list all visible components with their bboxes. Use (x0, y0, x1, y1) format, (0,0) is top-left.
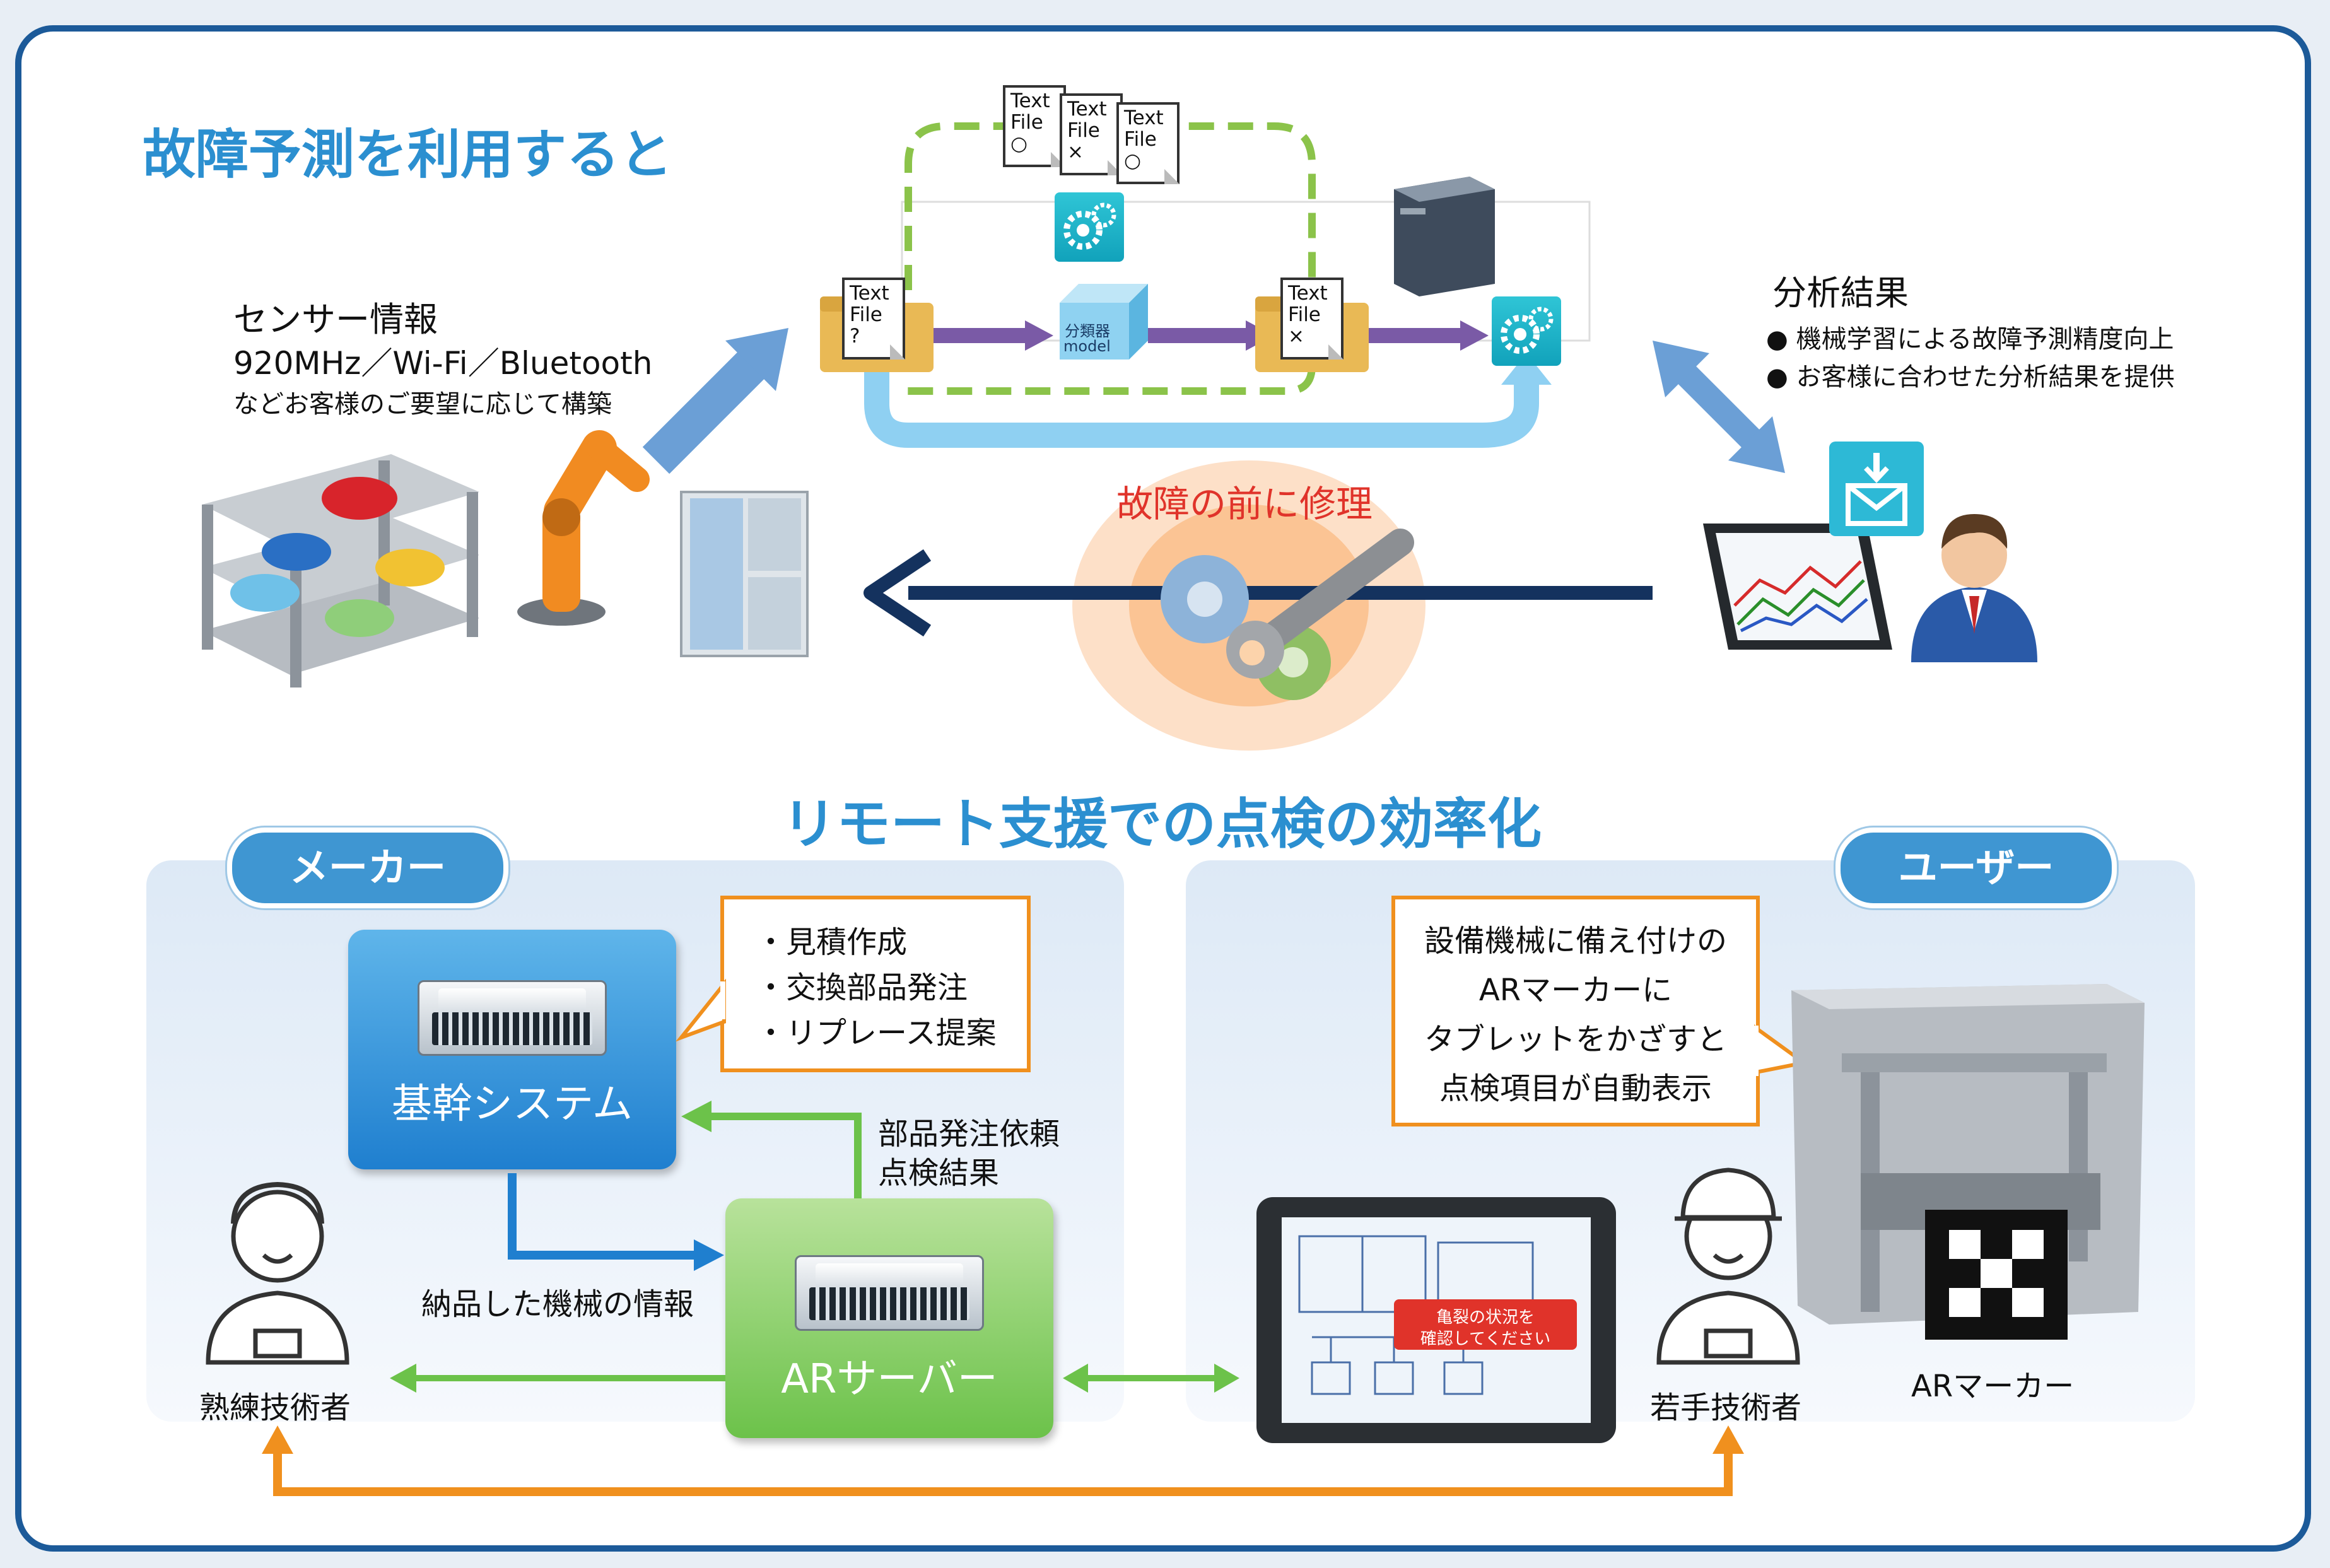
classifier-label-2: model (1063, 337, 1111, 355)
sensor-note: などお客様のご要望に応じて構築 (233, 390, 612, 419)
repair-label: 故障の前に修理 (1116, 483, 1373, 525)
process-gear-icon-top (1055, 192, 1124, 262)
analytics-tablet-icon (1703, 524, 1892, 650)
repair-arrow (864, 549, 1653, 637)
ar-to-skilled-arrow (390, 1364, 725, 1393)
user-info-line-4: 点検項目が自動表示 (1439, 1071, 1712, 1106)
wrench-icon (1226, 529, 1414, 679)
inspection-tablet-icon (1256, 1197, 1616, 1443)
order-line-2: 点検結果 (878, 1156, 1000, 1191)
order-line-1: 部品発注依頼 (878, 1116, 1060, 1152)
tablet-alert-box (1394, 1299, 1577, 1350)
maker-task-3: ・リプレース提案 (756, 1015, 997, 1051)
user-info-line-3: タブレットをかざすと (1424, 1022, 1727, 1057)
bottom-title: リモート支援での点検の効率化 (782, 793, 1542, 856)
sensor-upload-arrow (642, 328, 788, 474)
skilled-technician-icon (206, 1181, 349, 1365)
flow-arrow-3 (1369, 320, 1489, 351)
top-diagram (202, 122, 2037, 751)
ar-server-box: ARサーバー (725, 1198, 1053, 1438)
parking-structure-icon (202, 454, 479, 687)
maker-task-1: ・見積作成 (756, 925, 908, 960)
maker-task-2: ・交換部品発注 (756, 970, 968, 1005)
delivery-info-arrow (508, 1173, 724, 1271)
classifier-cube-icon (1060, 284, 1148, 360)
user-info-line-2: ARマーカーに (1478, 973, 1673, 1008)
user-label: ユーザー (1835, 828, 2117, 908)
server-icon-core (418, 980, 607, 1056)
delivered-info-label: 納品した機械の情報 (421, 1287, 694, 1322)
tablet-alert-line-1: 亀裂の状況を (1436, 1308, 1535, 1327)
flow-arrow-1 (934, 320, 1053, 351)
ar-marker-label: ARマーカー (1911, 1369, 2075, 1404)
mail-download-icon (1829, 442, 1924, 536)
result-return-arrow (864, 353, 1539, 448)
user-info-callout: 設備機械に備え付けの ARマーカーに タブレットをかざすと 点検項目が自動表示 (1391, 896, 1760, 1126)
maker-label: メーカー (227, 828, 508, 908)
analysis-sync-arrow (1653, 341, 1785, 473)
server-icon-ar (795, 1255, 984, 1331)
refrigerator-icon (680, 491, 809, 657)
analysis-title: 分析結果 (1772, 273, 1909, 313)
maker-tasks-callout: ・見積作成 ・交換部品発注 ・リプレース提案 (720, 896, 1031, 1072)
tablet-alert-line-2: 確認してください (1420, 1330, 1551, 1349)
feedback-loop-dashed (902, 122, 1316, 395)
skilled-technician-label: 熟練技術者 (199, 1390, 351, 1425)
analysis-bullet-1: ● 機械学習による故障予測精度向上 (1766, 325, 2174, 354)
top-title: 故障予測を利用すると (143, 124, 673, 185)
maker-callout-tail (675, 978, 726, 1042)
process-gear-icon-right (1492, 296, 1561, 366)
businessman-icon (1911, 514, 2037, 662)
sensor-protocols: 920MHz／Wi-Fi／Bluetooth (233, 345, 653, 382)
server-tower-icon (1394, 177, 1495, 296)
core-system-box: 基幹システム (348, 930, 676, 1169)
ar-server-label: ARサーバー (781, 1356, 998, 1403)
skill-transfer-arrow (262, 1425, 1744, 1496)
core-system-label: 基幹システム (391, 1081, 633, 1128)
ar-marker-icon (1925, 1210, 2068, 1340)
analysis-bullet-2: ● お客様に合わせた分析結果を提供 (1766, 363, 2175, 392)
bottom-diagram (206, 978, 2145, 1496)
young-technician-icon (1656, 1167, 1800, 1365)
order-request-arrow (681, 1101, 862, 1198)
robot-arm-icon (517, 430, 650, 626)
ar-tablet-arrow (1063, 1364, 1239, 1393)
classifier-label-1: 分類器 (1065, 322, 1110, 340)
young-technician-label: 若手技術者 (1650, 1390, 1802, 1425)
user-info-line-1: 設備機械に備え付けの (1424, 923, 1727, 959)
sensor-title: センサー情報 (233, 300, 438, 339)
